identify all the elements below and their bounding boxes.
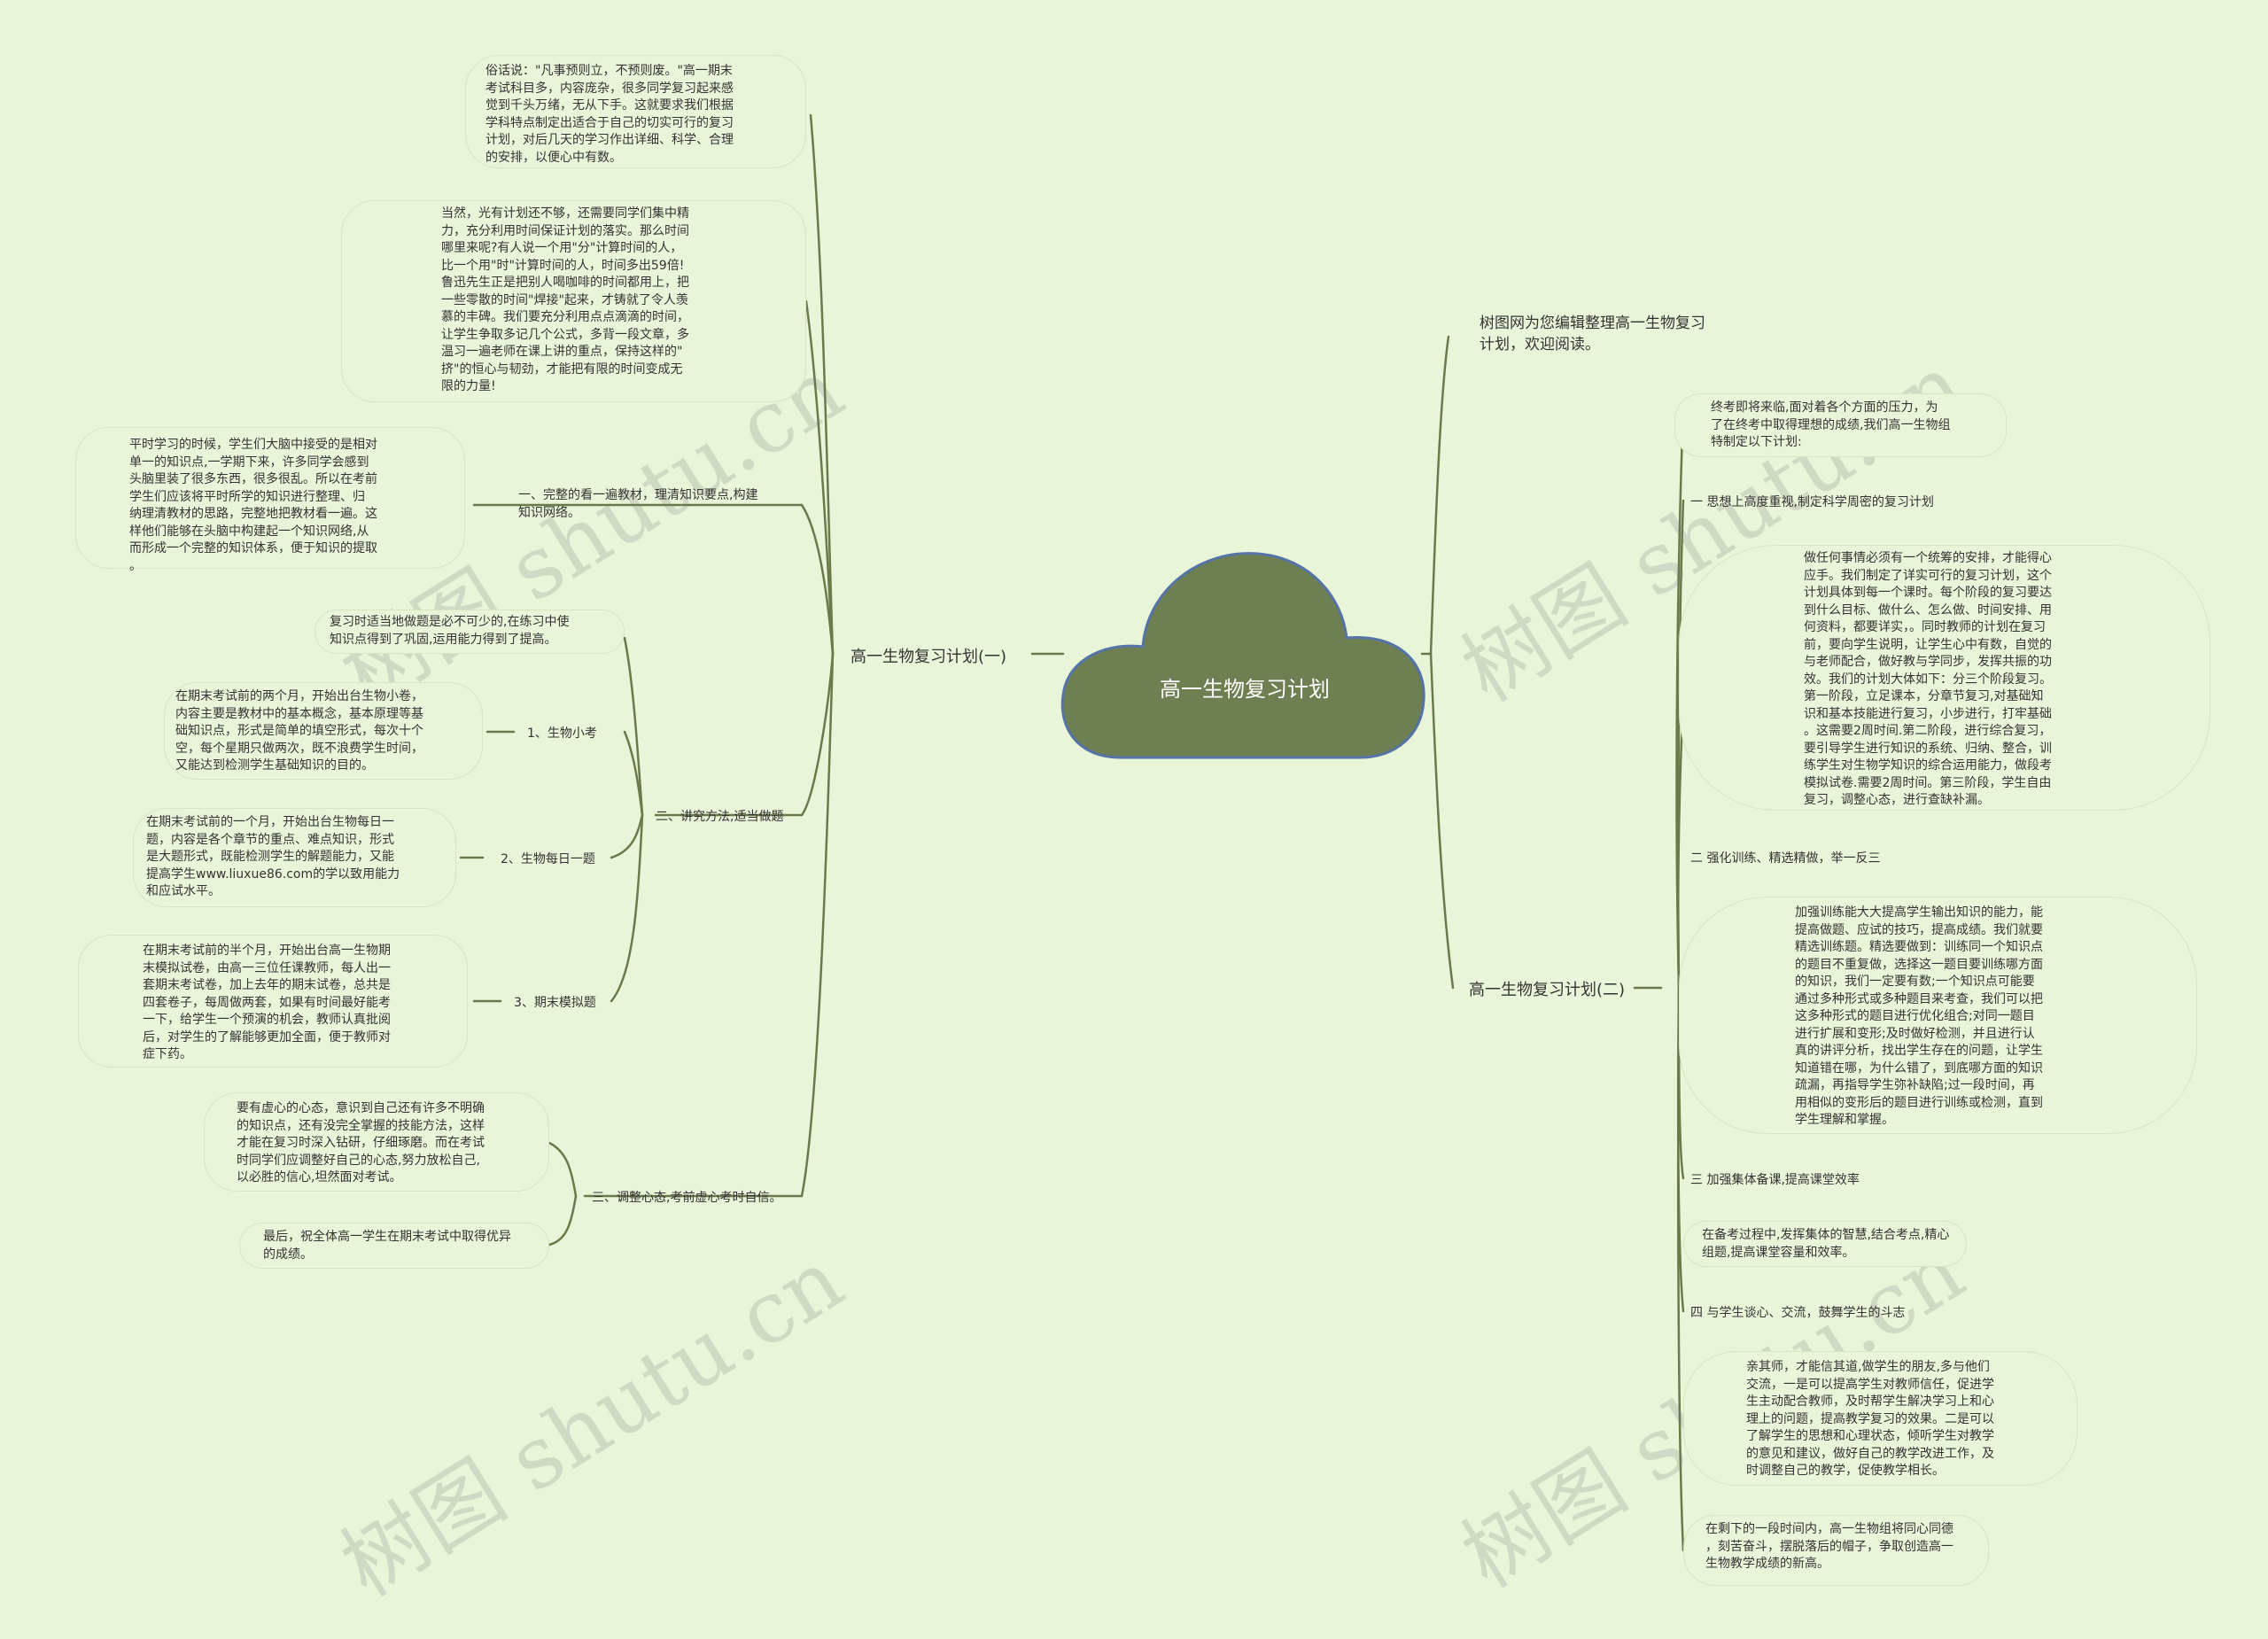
center-cloud xyxy=(1060,552,1425,759)
s2-sub1-detail: 在期末考试前的两个月，开始出台生物小卷， 内容主要是教材中的基本概念，基本原理等… xyxy=(164,682,483,780)
s2-sub1-label[interactable]: 1、生物小考 xyxy=(527,726,597,741)
s2-sub2-detail: 在期末考试前的一个月，开始出台生物每日一 题，内容是各个章节的重点、难点知识，形… xyxy=(133,808,456,907)
p2-label[interactable]: 二 强化训练、精选精做，举一反三 xyxy=(1690,851,1881,866)
connector xyxy=(800,652,835,817)
s3-detail-2: 最后，祝全体高一学生在期末考试中取得优异 的成绩。 xyxy=(239,1223,549,1269)
p2-detail: 加强训练能大大提高学生输出知识的能力，能 提高做题、应试的技巧，提高成绩。我们就… xyxy=(1679,897,2197,1134)
right-top-note[interactable]: 树图网为您编辑整理高一生物复习 计划，欢迎阅读。 xyxy=(1480,315,1705,353)
connector xyxy=(610,813,644,859)
p1-label[interactable]: 一 思想上高度重视,制定科学周密的复习计划 xyxy=(1690,495,1934,509)
connector xyxy=(610,813,644,1003)
left-intro-1: 俗话说："凡事预则立，不预则废。"高一期末 考试科目多，内容庞杂，很多同学复习起… xyxy=(465,55,806,168)
connector xyxy=(1429,335,1450,656)
closing-note: 在剩下的一段时间内，高一生物组将同心同德 ，刻苦奋斗，摆脱落后的帽子，争取创造高… xyxy=(1683,1515,1989,1586)
connector xyxy=(800,652,835,1198)
p4-label[interactable]: 四 与学生谈心、交流，鼓舞学生的斗志 xyxy=(1690,1306,1906,1320)
connector xyxy=(1676,986,1685,1552)
connector xyxy=(809,113,835,656)
branch-title-left[interactable]: 高一生物复习计划(一) xyxy=(850,648,1007,666)
connector xyxy=(623,730,644,817)
connector xyxy=(1429,652,1455,990)
connector xyxy=(623,636,644,817)
s2-label[interactable]: 二、讲究方法,适当做题 xyxy=(656,810,784,824)
p3-label[interactable]: 三 加强集体备课,提高课堂效率 xyxy=(1690,1173,1860,1187)
p1-detail: 做任何事情必须有一个统筹的安排，才能得心 应手。我们制定了详实可行的复习计划，这… xyxy=(1679,545,2210,811)
s2-sub3-detail: 在期末考试前的半个月，开始出台高一生物期 末模拟试卷，由高一三位任课教师，每人出… xyxy=(78,935,468,1068)
connector xyxy=(548,1194,578,1247)
p3-detail: 在备考过程中,发挥集体的智慧,结合考点,精心 组题,提高课堂容量和效率。 xyxy=(1683,1221,1967,1267)
connector xyxy=(548,1141,578,1198)
s1-label[interactable]: 一、完整的看一遍教材，理清知识要点,构建 知识网络。 xyxy=(518,488,758,520)
s3-label[interactable]: 三、调整心态,考前虚心考时自信。 xyxy=(592,1191,782,1205)
connector xyxy=(800,503,835,656)
right-intro: 终考即将来临,面对着各个方面的压力，为 了在终考中取得理想的成绩,我们高一生物组… xyxy=(1674,393,2007,457)
connector xyxy=(804,299,835,656)
p4-detail: 亲其师，才能信其道,做学生的朋友,多与他们 交流，一是可以提高学生对教师信任，促… xyxy=(1683,1351,2078,1486)
center-title[interactable]: 高一生物复习计划 xyxy=(1160,677,1330,702)
s2-sub3-label[interactable]: 3、期末模拟题 xyxy=(514,996,596,1010)
s3-detail-1: 要有虚心的心态，意识到自己还有许多不明确 的知识点，还有没完全掌握的技能方法，这… xyxy=(204,1092,549,1192)
left-intro-2: 当然，光有计划还不够，还需要同学们集中精 力，充分利用时间保证计划的落实。那么时… xyxy=(341,200,806,402)
branch-title-right[interactable]: 高一生物复习计划(二) xyxy=(1469,981,1626,999)
s2-sub2-label[interactable]: 2、生物每日一题 xyxy=(501,852,595,866)
s2-detail: 复习时适当地做题是必不可少的,在练习中使 知识点得到了巩固,运用能力得到了提高。 xyxy=(315,610,625,654)
s1-detail: 平时学习的时候，学生们大脑中接受的是相对 单一的知识点,一学期下来，许多同学会感… xyxy=(75,427,465,573)
